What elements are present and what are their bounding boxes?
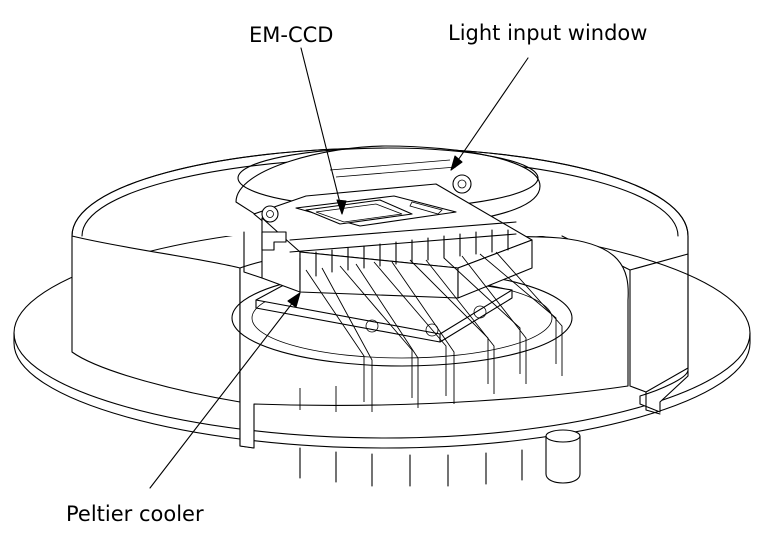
emccd-label: EM-CCD — [249, 23, 334, 47]
peltier-arrow-head — [287, 292, 301, 308]
bottom-pins — [299, 429, 581, 487]
peltier-cooler-label: Peltier cooler — [66, 502, 204, 526]
pointer-lines — [149, 47, 529, 489]
pin-header — [289, 221, 517, 281]
light-input-window-label: Light input window — [448, 21, 648, 45]
leads — [299, 251, 563, 412]
window-pointer-line — [453, 57, 529, 167]
window-arrow-head — [450, 155, 463, 171]
em-ccd-chip — [295, 195, 457, 227]
emccd-pointer-line — [300, 47, 343, 212]
ccd-package — [243, 183, 533, 299]
emccd-arrow-head — [336, 199, 347, 215]
peltier-pointer-line — [149, 296, 298, 489]
